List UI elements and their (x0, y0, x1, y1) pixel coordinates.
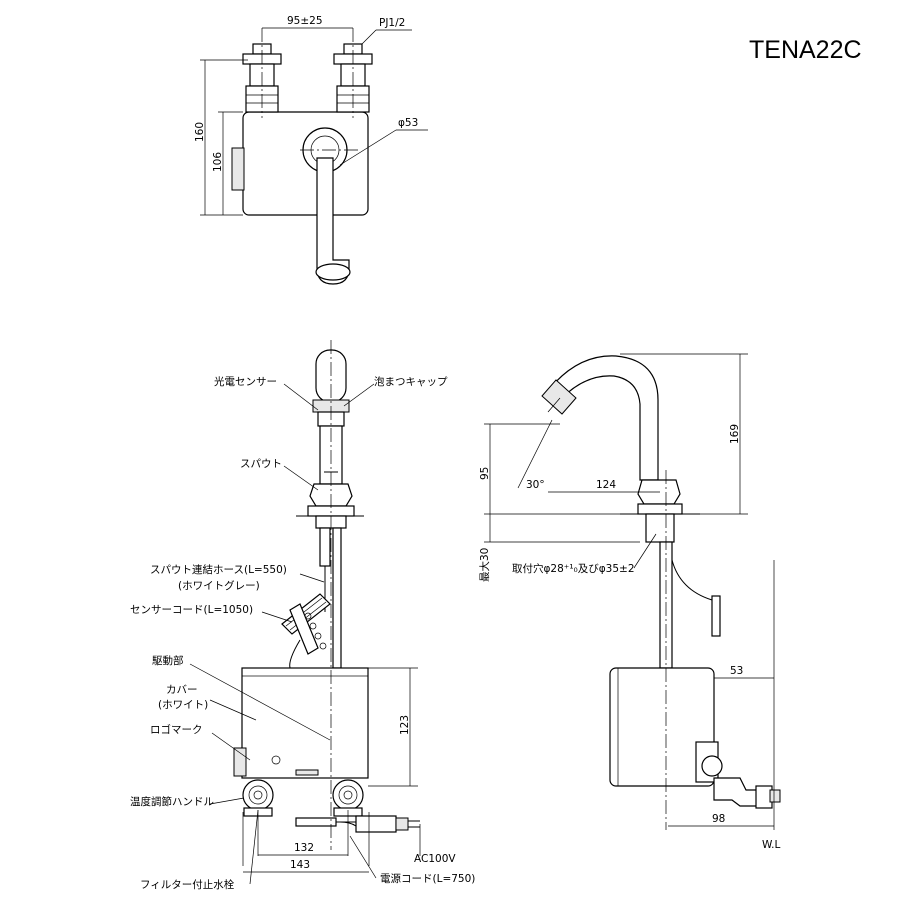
front-view: 光電センサー 泡まつキャップ スパウト スパウト連結ホース(L=550) (ホワ… (130, 340, 475, 891)
label-wl: W.L (762, 839, 781, 851)
dim-30deg: 30° (526, 479, 545, 491)
side-valve (695, 741, 781, 809)
side-aerator (541, 379, 577, 415)
label-spout-hose-color: (ホワイトグレー) (178, 579, 260, 592)
label-filter-valve: フィルター付止水栓 (140, 878, 235, 891)
model-number: TENA22C (749, 36, 862, 64)
dim-95: 95 (479, 467, 491, 480)
dim-98: 98 (712, 813, 725, 825)
label-ac100v: AC100V (414, 853, 456, 865)
side-gooseneck (551, 355, 659, 481)
dim-123: 123 (399, 715, 411, 735)
side-bracket (711, 595, 721, 637)
dim-95-25: 95±25 (287, 15, 323, 27)
dim-143: 143 (290, 859, 310, 871)
label-mount-hole: 取付穴φ28⁺¹₀及びφ35±2 (512, 562, 635, 575)
top-body (242, 111, 369, 216)
label-temperature-handle: 温度調節ハンドル (130, 795, 214, 808)
dim-106: 106 (212, 152, 224, 172)
label-aerator-cap: 泡まつキャップ (374, 375, 448, 388)
front-power-plug (295, 815, 420, 833)
dim-169: 169 (729, 424, 741, 444)
dim-pj12: PJ1/2 (379, 17, 405, 29)
label-sensor-cord: センサーコード(L=1050) (130, 604, 253, 616)
dim-max30: 最大30 (478, 548, 491, 582)
label-spout: スパウト (240, 458, 282, 470)
dim-53: 53 (730, 665, 743, 677)
side-drive-unit (609, 667, 715, 787)
front-logo-plate (233, 747, 247, 777)
label-power-cord: 電源コード(L=750) (380, 872, 475, 885)
dim-124: 124 (596, 479, 616, 491)
label-drive-unit: 駆動部 (152, 654, 184, 667)
dim-phi53: φ53 (398, 117, 418, 129)
front-drive-unit (241, 667, 369, 779)
top-side-knob (231, 147, 245, 191)
side-view: 169 95 30° 124 最大30 取付穴φ28⁺¹₀及びφ35±2 53 … (478, 353, 781, 851)
label-cover-color: (ホワイト) (158, 699, 208, 711)
label-spout-hose: スパウト連結ホース(L=550) (150, 563, 287, 576)
front-hose (332, 527, 342, 669)
label-cover: カバー (166, 684, 198, 696)
label-logo-mark: ロゴマーク (150, 723, 203, 736)
top-view: 95±25 PJ1/2 160 106 φ53 (194, 15, 428, 285)
dim-160: 160 (194, 122, 206, 142)
front-sensor-cord-clip (281, 593, 331, 655)
dim-132: 132 (294, 842, 314, 854)
label-photoelectric-sensor: 光電センサー (214, 375, 277, 388)
